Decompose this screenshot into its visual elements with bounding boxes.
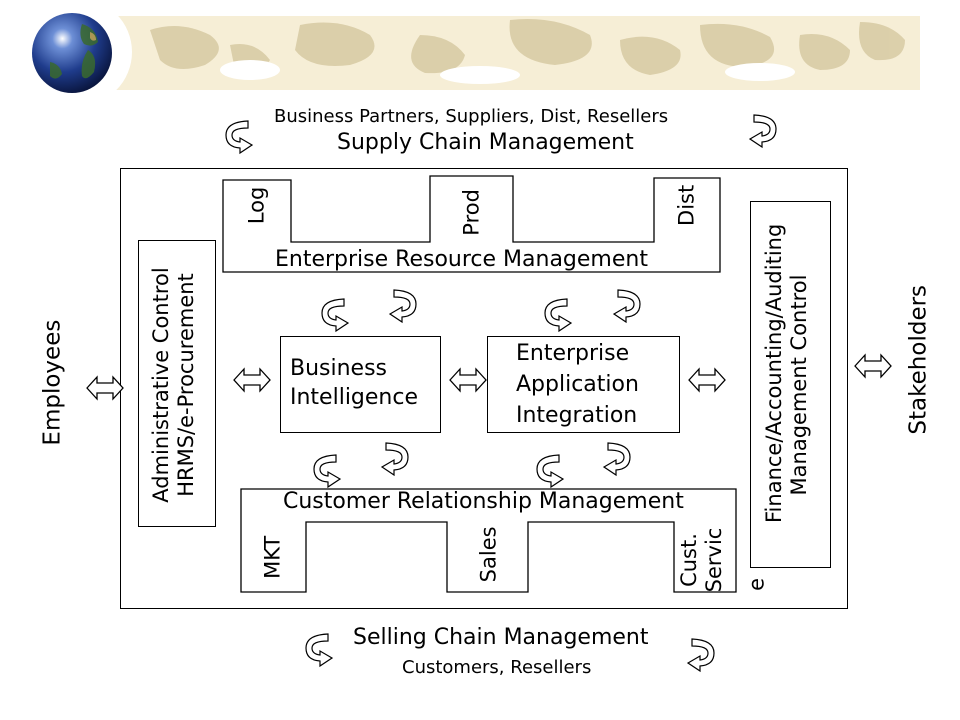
finance-box: [750, 201, 831, 568]
globe-icon: [32, 13, 112, 93]
curved-arrow-icon: [536, 454, 565, 489]
crm-tab-sales: Sales: [476, 526, 501, 583]
world-map-banner: [24, 0, 920, 106]
admin-label: Administrative Control HRMS/e-Procuremen…: [149, 267, 198, 503]
admin-box: [138, 240, 216, 527]
curved-arrow-icon: [225, 120, 254, 155]
eai-label: Enterprise Application Integration: [516, 341, 639, 428]
supply-chain-title: Supply Chain Management: [337, 130, 634, 155]
crm-tab-cust-service-overflow: e: [744, 577, 769, 591]
double-arrow-icon: [86, 375, 124, 401]
curved-arrow-icon: [388, 289, 417, 324]
crm-title: Customer Relationship Management: [283, 489, 684, 514]
curved-arrow-icon: [748, 114, 777, 149]
curved-arrow-icon: [380, 442, 409, 477]
crm-tab-mkt: MKT: [260, 535, 285, 579]
selling-chain-title: Selling Chain Management: [353, 625, 649, 650]
double-arrow-icon: [233, 367, 271, 393]
crm-tab-cust-service: Cust. Servic: [677, 527, 726, 593]
curved-arrow-icon: [321, 298, 350, 333]
supply-partners-label: Business Partners, Suppliers, Dist, Rese…: [274, 106, 669, 127]
curved-arrow-icon: [612, 289, 641, 324]
erm-tab-log: Log: [244, 186, 269, 225]
curved-arrow-icon: [602, 442, 631, 477]
business-intelligence-label: Business Intelligence: [290, 356, 419, 410]
erm-title: Enterprise Resource Management: [275, 247, 648, 272]
finance-label: Finance/Accounting/Auditing Management C…: [762, 223, 811, 523]
erm-tab-dist: Dist: [674, 184, 699, 226]
selling-customers-label: Customers, Resellers: [402, 657, 592, 678]
double-arrow-icon: [854, 353, 892, 379]
curved-arrow-icon: [686, 638, 715, 673]
curved-arrow-icon: [544, 298, 573, 333]
double-arrow-icon: [449, 367, 487, 393]
eai-box: [487, 336, 680, 433]
business-intelligence-box: [280, 336, 441, 433]
erm-tab-prod: Prod: [459, 189, 484, 236]
employees-label: Employees: [39, 319, 66, 446]
double-arrow-icon: [688, 367, 726, 393]
curved-arrow-icon: [313, 454, 342, 489]
stakeholders-label: Stakeholders: [905, 284, 932, 435]
curved-arrow-icon: [305, 633, 334, 668]
